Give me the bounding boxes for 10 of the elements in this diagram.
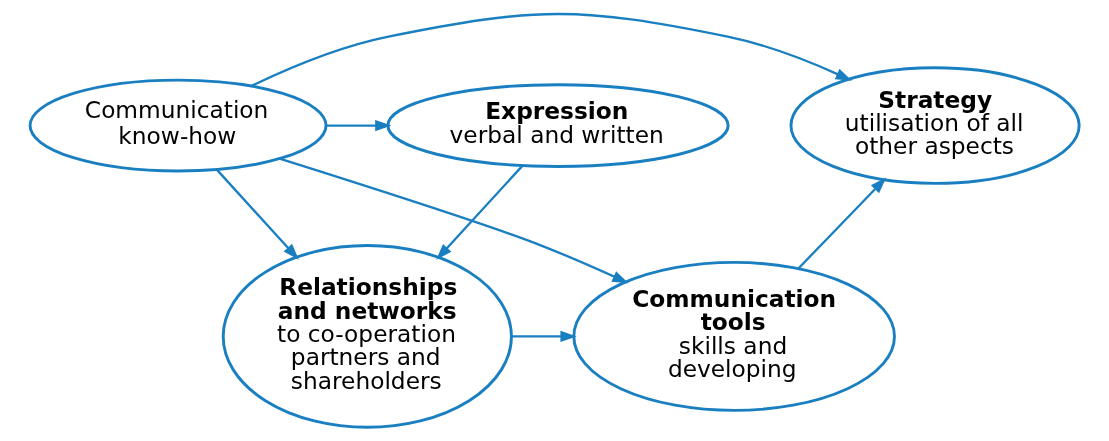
arrow xyxy=(797,177,887,270)
arrow xyxy=(215,168,299,260)
arrow xyxy=(436,165,523,260)
node-ellipse: Communication tools skills and developing xyxy=(572,260,896,412)
arrow xyxy=(512,330,577,343)
arrow xyxy=(279,157,629,284)
arrow xyxy=(250,12,852,88)
node-ellipse: Expression verbal and written xyxy=(386,83,730,168)
node-ellipse: Communication know-how xyxy=(28,78,328,173)
arrow xyxy=(326,119,392,132)
